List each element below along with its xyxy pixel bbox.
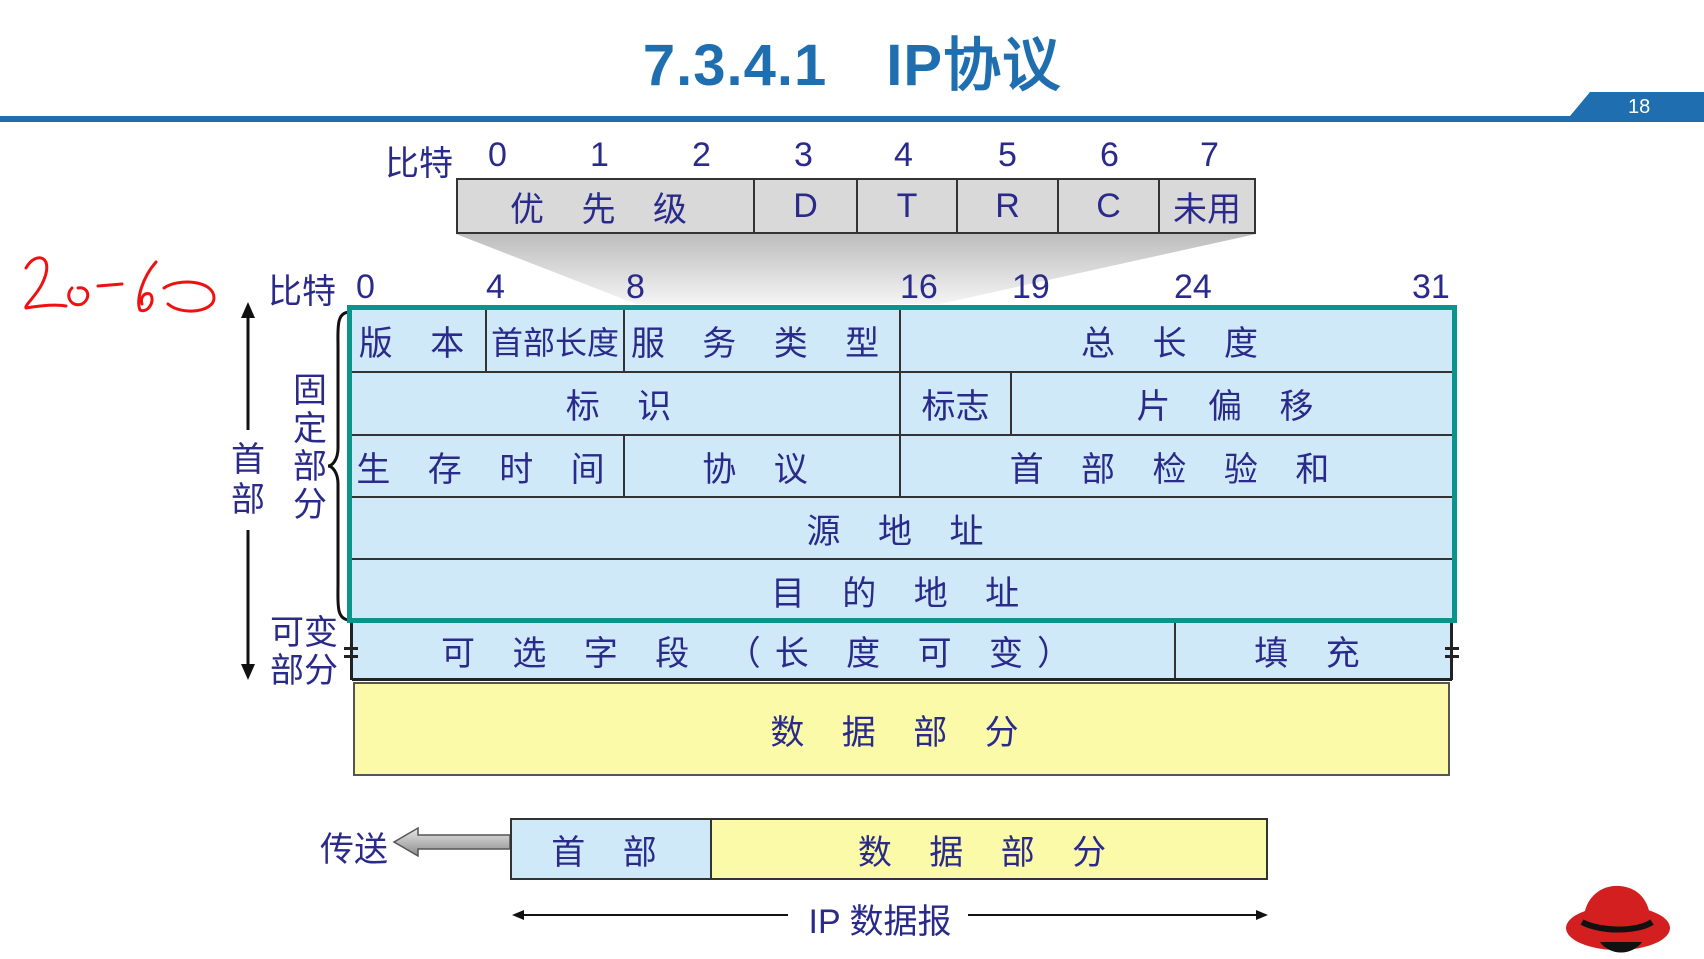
header-bit-4: 4 xyxy=(486,268,505,306)
header-bits-label: 比特 xyxy=(268,273,336,311)
header-bit-8: 8 xyxy=(626,268,645,306)
options-bottom-border xyxy=(352,678,1452,681)
field-flags: 标志 xyxy=(901,373,1012,436)
fixed-part-brace xyxy=(327,310,351,622)
fixed-part-label: 固定部分 xyxy=(293,372,327,524)
field-options: 可 选 字 段 （长 度 可 变） xyxy=(352,623,1176,680)
options-left-border xyxy=(350,623,353,680)
field-total-length: 总 长 度 xyxy=(901,310,1452,373)
page-number-tab xyxy=(1565,92,1704,122)
data-part: 数 据 部 分 xyxy=(353,682,1450,776)
field-header-checksum: 首 部 检 验 和 xyxy=(901,436,1452,498)
tos-bit-7: 7 xyxy=(1200,136,1219,174)
send-arrow-icon xyxy=(392,826,511,858)
tos-bit-6: 6 xyxy=(1100,136,1119,174)
field-ttl: 生 存 时 间 xyxy=(352,436,625,498)
tos-bit-5: 5 xyxy=(998,136,1017,174)
header-bit-24: 24 xyxy=(1174,268,1212,306)
redhat-logo-icon xyxy=(1566,885,1670,953)
header-bit-31: 31 xyxy=(1412,268,1450,306)
datagram-span-label: IP 数据报 xyxy=(808,903,952,941)
field-identification: 标 识 xyxy=(352,373,901,436)
header-bit-19: 19 xyxy=(1012,268,1050,306)
tos-bit-2: 2 xyxy=(692,136,711,174)
field-protocol: 协 议 xyxy=(625,436,901,498)
options-right-border xyxy=(1450,623,1453,680)
field-source-address: 源 地 址 xyxy=(352,498,1452,560)
field-ihl: 首部长度 xyxy=(487,310,625,373)
tos-unused: 未用 xyxy=(1160,180,1254,232)
header-bit-0: 0 xyxy=(356,268,375,306)
fixed-header-highlight xyxy=(347,305,1457,623)
tos-bit-3: 3 xyxy=(794,136,813,174)
header-span-arrow xyxy=(241,302,255,680)
tos-precedence: 优 先 级 xyxy=(458,180,755,232)
tos-d: D xyxy=(755,180,858,232)
page-title: 7.3.4.1 IP协议 xyxy=(642,33,1062,98)
field-padding: 填 充 xyxy=(1176,623,1452,680)
header-bit-16: 16 xyxy=(900,268,938,306)
field-service-type: 服 务 类 型 xyxy=(625,310,901,373)
options-right-tick-2 xyxy=(1445,655,1459,658)
options-right-tick xyxy=(1445,647,1459,650)
side-header-label: 首部 xyxy=(231,441,265,519)
datagram-header: 首 部 xyxy=(510,818,712,880)
options-left-tick xyxy=(344,647,358,650)
tos-bit-0: 0 xyxy=(488,136,507,174)
tos-t: T xyxy=(858,180,958,232)
tos-bits-label: 比特 xyxy=(385,145,453,183)
field-fragment-offset: 片 偏 移 xyxy=(1012,373,1452,436)
field-version: 版 本 xyxy=(352,310,487,373)
tos-c: C xyxy=(1059,180,1160,232)
datagram-data: 数 据 部 分 xyxy=(710,818,1268,880)
send-label: 传送 xyxy=(320,831,388,869)
datagram-span-arrow xyxy=(512,910,1268,920)
options-left-tick-2 xyxy=(344,655,358,658)
tos-bit-1: 1 xyxy=(590,136,609,174)
page-number: 18 xyxy=(1628,96,1651,118)
handwritten-note xyxy=(24,256,216,313)
tos-bit-4: 4 xyxy=(894,136,913,174)
tos-r: R xyxy=(958,180,1059,232)
variable-part-label: 可变部分 xyxy=(270,614,338,690)
title-divider xyxy=(0,116,1704,122)
